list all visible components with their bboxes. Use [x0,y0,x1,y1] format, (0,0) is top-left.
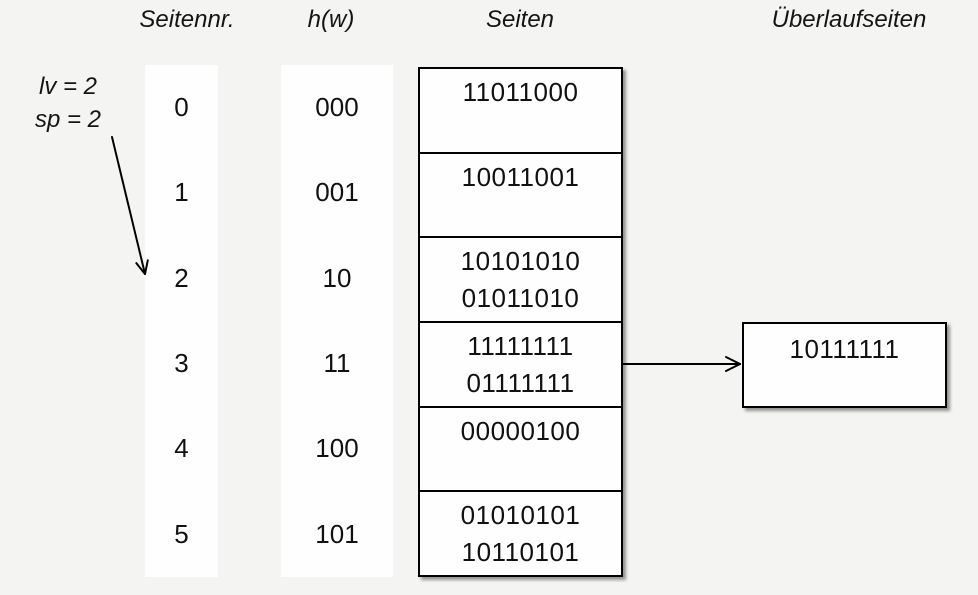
column-header-hw: h(w) [307,6,355,33]
overflow-arrow-icon [621,356,741,372]
split-pointer-arrow-icon [111,136,149,275]
state-annotation: lv = 2 sp = 2 [18,70,118,136]
bucket-entry: 11111111 [467,331,574,362]
hash-value-cell: 100 [315,433,359,464]
page-number-cell: 2 [174,262,189,293]
hash-value-cell: 001 [315,177,359,208]
page-number-cell: 1 [174,177,189,208]
bucket-cell-3: 11111111 01111111 [420,323,621,408]
bucket-cell-2: 10101010 01011010 [420,238,621,324]
hash-value-cell: 11 [323,348,351,379]
bucket-entry: 10011001 [461,161,580,192]
bucket-cell-1: 10011001 [420,154,621,239]
hash-value-cell: 10 [322,262,352,293]
page-number-column: 0 1 2 3 4 5 [145,65,218,577]
pages-bucket-box: 11011000 10011001 10101010 01011010 1111… [418,67,623,577]
hash-value-cell: 000 [315,92,359,123]
annotation-level: lv = 2 [38,73,98,100]
bucket-entry: 10110101 [461,537,580,568]
page-number-cell: 3 [174,348,189,379]
page-number-cell: 0 [174,92,189,123]
column-header-ueberlaufseiten: Überlaufseiten [771,6,927,33]
hash-value-cell: 101 [315,518,359,549]
bucket-entry: 10101010 [460,246,581,277]
bucket-entry: 11011000 [462,77,579,107]
hash-value-column: 000 001 10 11 100 101 [281,65,393,577]
page-number-cell: 4 [174,433,189,464]
overflow-entry: 10111111 [789,334,900,364]
bucket-cell-0: 11011000 [420,69,621,154]
bucket-entry: 00000100 [460,415,581,446]
bucket-cell-4: 00000100 [420,408,621,493]
annotation-split-pointer: sp = 2 [34,106,102,133]
column-header-seiten: Seiten [485,6,555,33]
bucket-entry: 01111111 [466,368,575,399]
page-number-cell: 5 [174,518,189,549]
bucket-cell-5: 01010101 10110101 [420,492,621,575]
column-header-seitennr: Seitennr. [139,6,235,33]
bucket-entry: 01010101 [460,500,581,531]
overflow-page-box: 10111111 [742,322,947,408]
bucket-entry: 01011010 [461,283,580,314]
